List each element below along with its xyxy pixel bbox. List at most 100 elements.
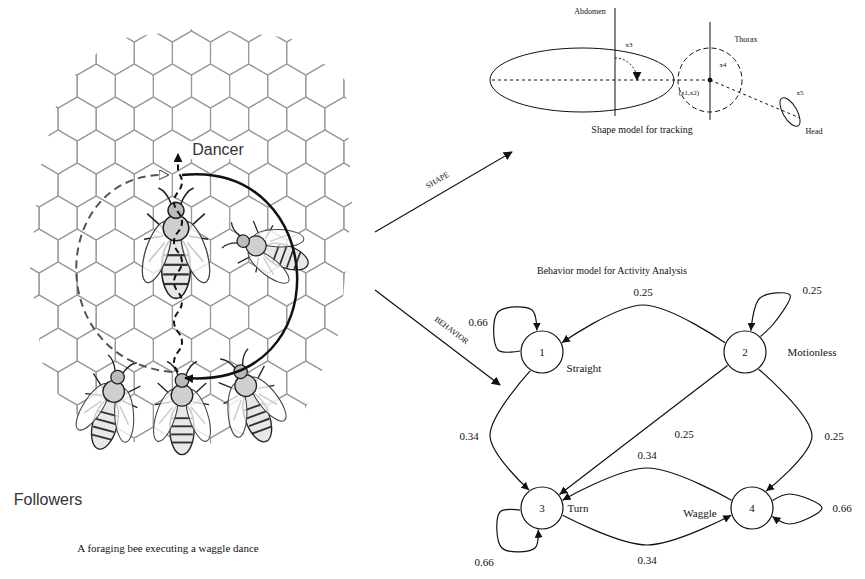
bee-head — [175, 374, 189, 388]
thorax-vertical-line — [710, 22, 711, 120]
comb-cell — [192, 64, 230, 108]
comb-cell — [192, 0, 230, 42]
comb-cell — [1, 196, 39, 240]
bee-antenna — [158, 188, 171, 204]
figure-caption: Behavior model for Activity Analysis — [537, 265, 687, 276]
comb-cell — [115, 130, 153, 174]
comb-cell — [20, 163, 58, 207]
comb-cell — [96, 163, 134, 207]
bee-stripe — [95, 419, 116, 425]
comb-cell — [20, 427, 58, 471]
bee-stripe — [287, 249, 294, 268]
comb-cell — [287, 361, 325, 405]
comb-cell — [363, 361, 401, 405]
comb-cell — [134, 31, 172, 75]
comb-cell — [77, 262, 115, 306]
comb-cell — [249, 97, 287, 141]
comb-cell — [39, 130, 77, 174]
comb-cell — [39, 328, 77, 372]
comb-cell — [39, 64, 77, 108]
transition-arrow — [759, 369, 812, 491]
part-name: Head — [806, 128, 823, 137]
comb-cell — [325, 229, 363, 273]
comb-cell — [192, 328, 230, 372]
axis-line — [492, 80, 710, 81]
comb-cell — [192, 460, 230, 504]
comb-cell — [401, 229, 439, 273]
waggle-run — [174, 154, 182, 372]
comb-cell — [20, 295, 58, 339]
dancer-label: Dancer — [190, 141, 246, 159]
bee-head — [109, 369, 126, 386]
angle-label: x5 — [797, 90, 804, 98]
comb-cell — [268, 460, 306, 504]
state-number: 1 — [539, 346, 545, 358]
comb-cell — [115, 328, 153, 372]
bee — [203, 342, 298, 452]
comb-cell — [268, 328, 306, 372]
shape-arrow — [375, 152, 512, 232]
center-dot — [708, 78, 712, 82]
comb-cell — [401, 295, 439, 339]
state-number: 2 — [742, 346, 748, 358]
comb-cell — [1, 262, 39, 306]
comb-cell — [325, 97, 363, 141]
transition-probability: 0.25 — [801, 284, 822, 296]
angle-label: x4 — [720, 62, 727, 70]
comb-cell — [58, 163, 96, 207]
dance-path — [76, 154, 297, 378]
bee-head — [235, 233, 251, 249]
comb-cell — [344, 0, 382, 42]
comb-cell — [153, 0, 191, 42]
comb-cell — [401, 31, 439, 75]
comb-cell — [96, 31, 134, 75]
head-ellipse — [776, 95, 804, 130]
comb-cell — [172, 31, 210, 75]
comb-cell — [363, 31, 401, 75]
state-circle: 4Waggle — [730, 486, 774, 530]
comb-cell — [77, 196, 115, 240]
comb-cell — [306, 394, 344, 438]
bee-head — [168, 202, 184, 218]
comb-cell — [344, 64, 382, 108]
transition-probability: 0.34 — [636, 449, 657, 461]
comb-cell — [20, 229, 58, 273]
comb-cell — [268, 0, 306, 42]
transition-arrow — [559, 365, 727, 494]
comb-cell — [96, 97, 134, 141]
comb-cell — [249, 163, 287, 207]
state-name: Waggle — [683, 507, 716, 519]
transition-arrow — [751, 293, 790, 337]
comb-cell — [1, 130, 39, 174]
x3-angle-arc — [615, 58, 637, 80]
comb-cell — [77, 0, 115, 42]
comb-cell — [1, 0, 39, 42]
comb-cell — [230, 64, 268, 108]
circle-outline — [521, 331, 563, 373]
comb-cell — [58, 97, 96, 141]
comb-cell — [20, 31, 58, 75]
comb-cell — [344, 460, 382, 504]
comb-cell — [39, 0, 77, 42]
comb-cell — [287, 97, 325, 141]
comb-cell — [401, 427, 439, 471]
behavior-arrow — [375, 290, 500, 385]
comb-cell — [344, 328, 382, 372]
bee — [216, 206, 318, 294]
comb-cell — [115, 196, 153, 240]
comb-cell — [249, 31, 287, 75]
bee-antenna — [228, 222, 243, 236]
shape-model — [490, 8, 804, 129]
dance-loop-left — [76, 175, 172, 372]
bee-stripe — [246, 411, 266, 418]
bee-antenna — [186, 362, 197, 376]
comb-cell — [39, 262, 77, 306]
comb-cell — [344, 130, 382, 174]
transition-probability: 0.66 — [831, 502, 852, 514]
comb-cell — [287, 427, 325, 471]
comb-cell — [325, 427, 363, 471]
comb-cell — [287, 163, 325, 207]
comb-cell — [325, 163, 363, 207]
